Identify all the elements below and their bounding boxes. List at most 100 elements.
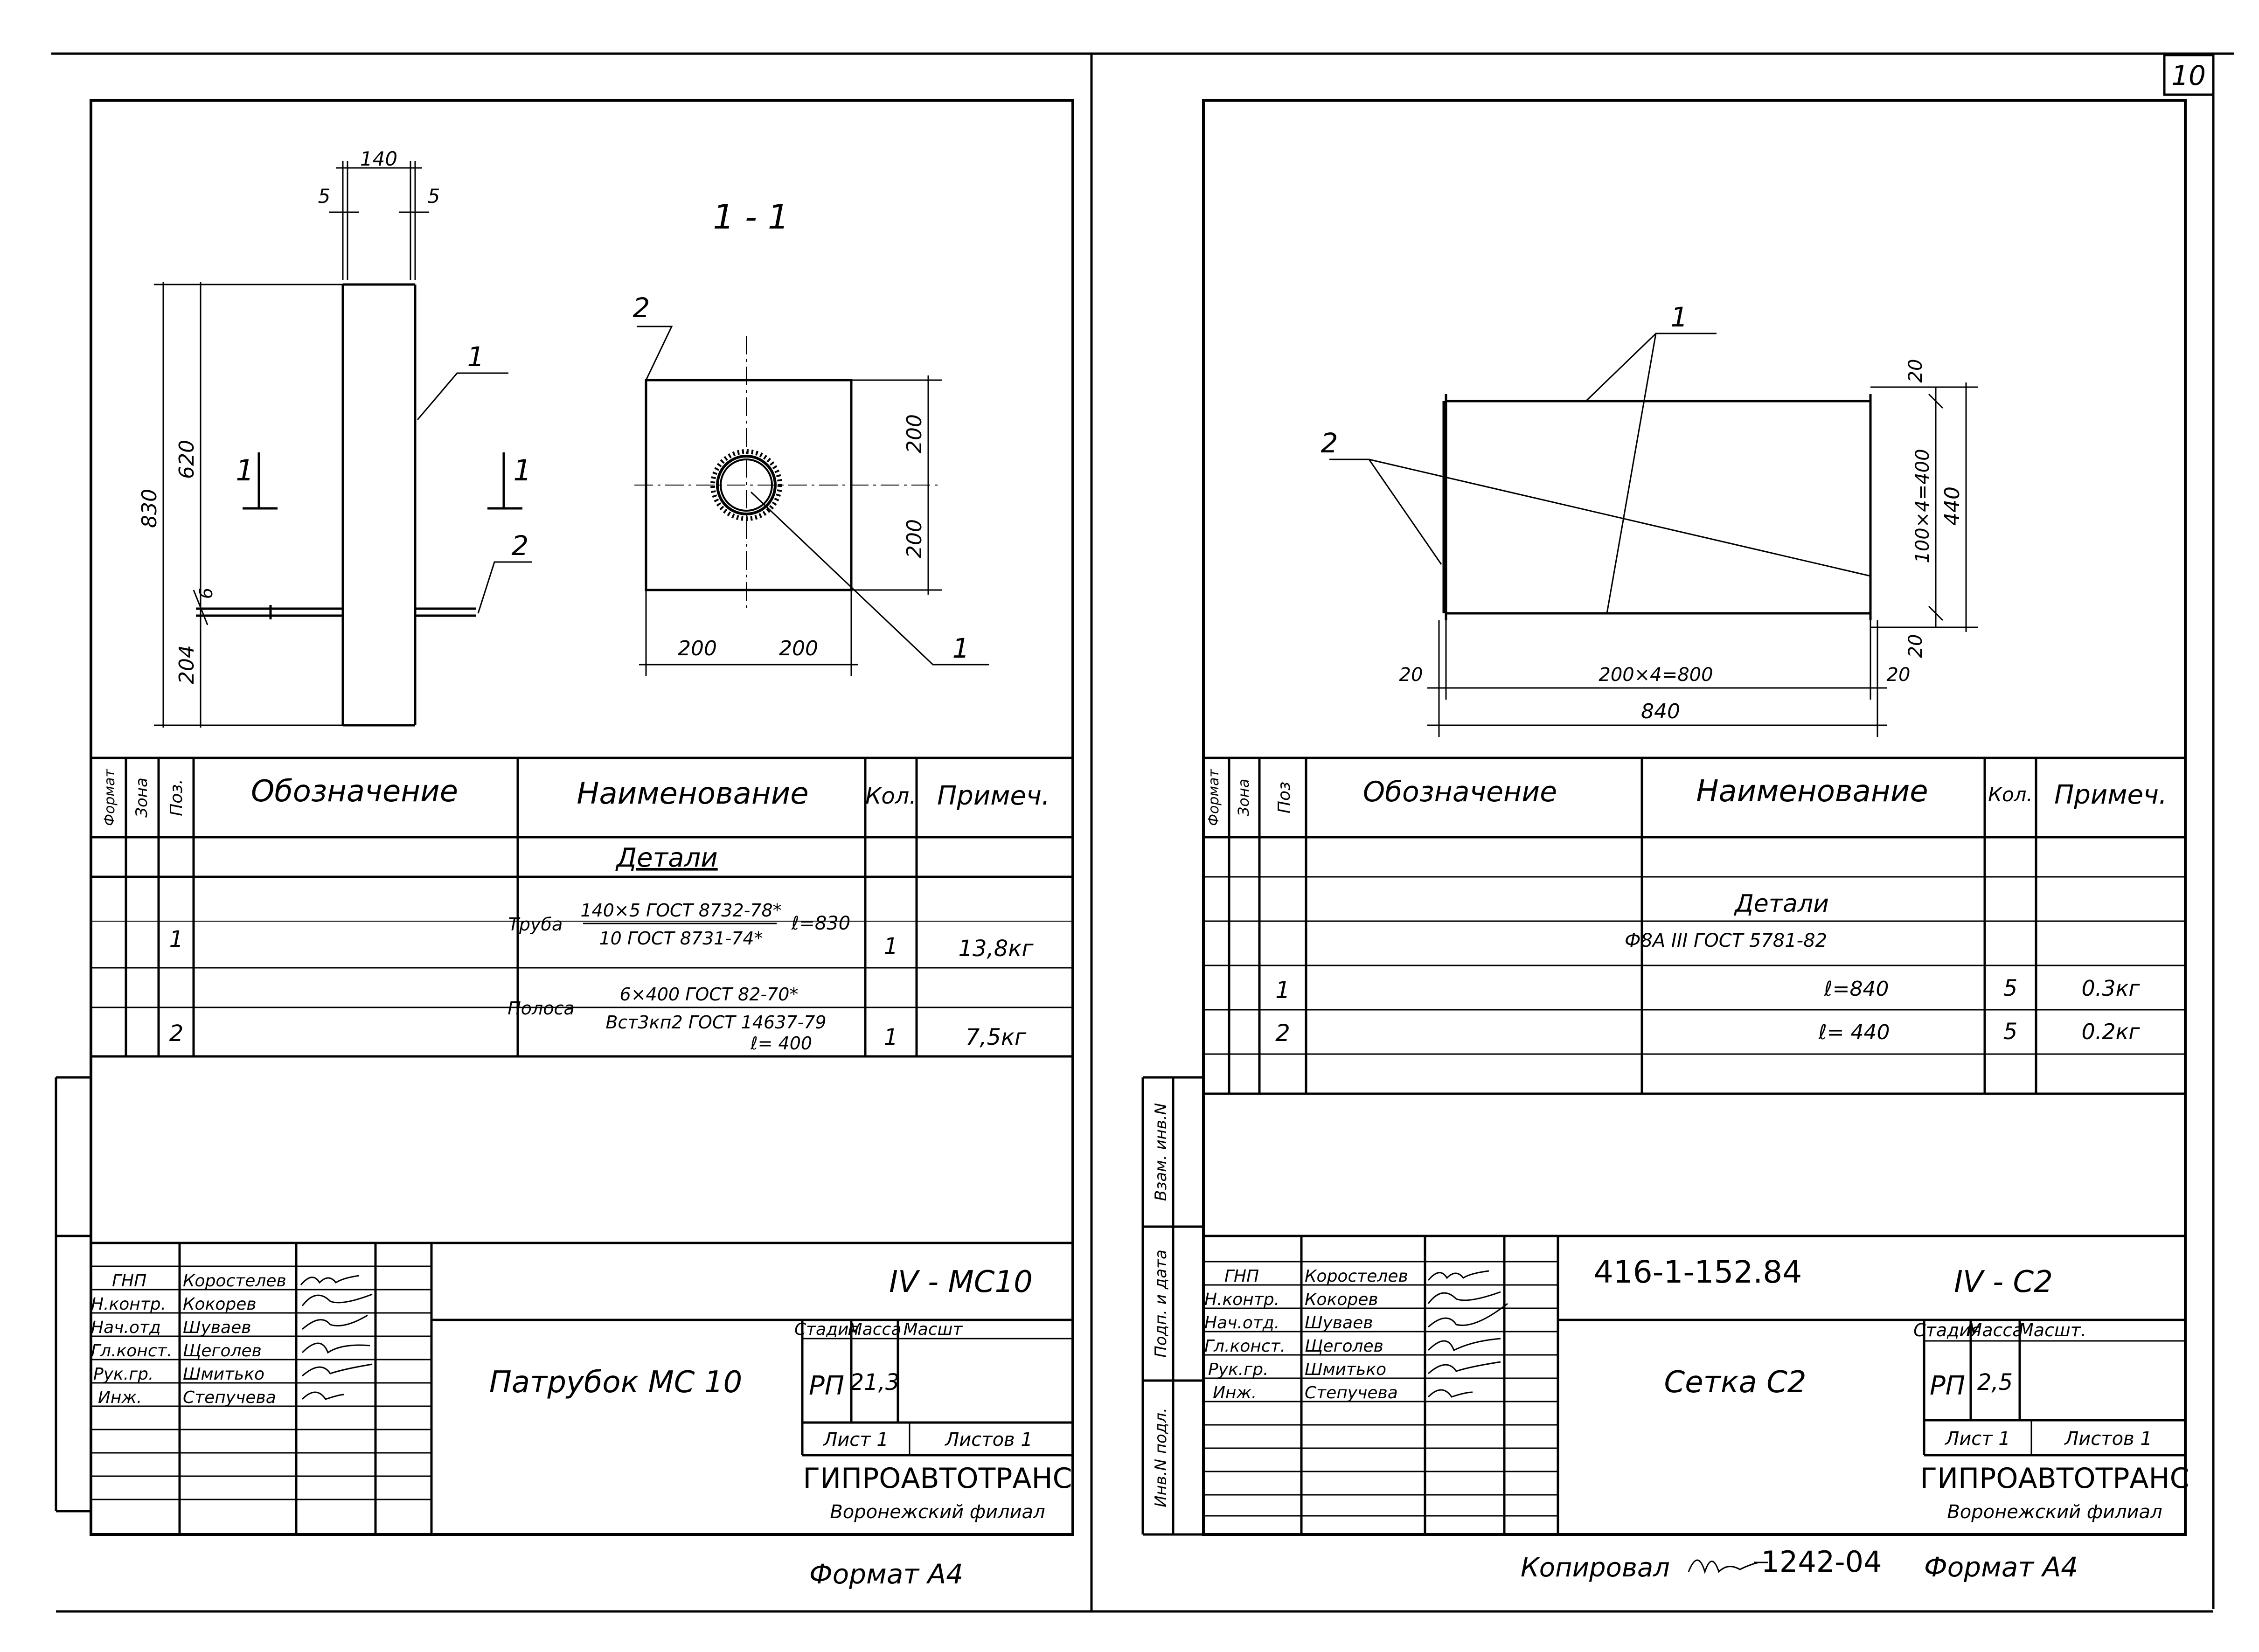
right-role-6: Инж. bbox=[1213, 1383, 1257, 1402]
right-frame bbox=[1202, 99, 2187, 1536]
right-hdr-designation: Обозначение bbox=[1363, 776, 1557, 808]
left-hdr-name: Наименование bbox=[577, 777, 808, 811]
right-signatures bbox=[1427, 1270, 1508, 1398]
mesh-dim-440: 440 bbox=[1940, 486, 1964, 526]
right-name-2: Кокорев bbox=[1305, 1290, 1378, 1309]
left-row2-prefix: Полоса bbox=[507, 998, 575, 1019]
right-sheets-label: Листов 1 bbox=[2064, 1428, 2152, 1450]
left-row1-qty: 1 bbox=[884, 933, 898, 959]
left-row2-pos: 2 bbox=[169, 1020, 184, 1047]
side-label-vzam: Взам. инв.N bbox=[1152, 1103, 1170, 1201]
left-hdr-scale: Масшт bbox=[904, 1320, 963, 1339]
right-title-block bbox=[1203, 1235, 2185, 1534]
section-leader-2: 2 bbox=[633, 292, 650, 324]
right-material: Ф8А III ГОСТ 5781-82 bbox=[1625, 930, 1827, 951]
right-row2-qty: 5 bbox=[2003, 1019, 2018, 1045]
section-label: 1 - 1 bbox=[713, 197, 789, 236]
page-frame bbox=[51, 52, 2234, 1613]
left-row2-length: ℓ= 400 bbox=[750, 1033, 812, 1054]
dim-6: 6 bbox=[196, 588, 216, 599]
copied-number: 1242-04 bbox=[1761, 1545, 1882, 1579]
left-row1-prefix: Труба bbox=[508, 914, 563, 935]
left-role-3: Нач.отд bbox=[91, 1318, 161, 1337]
left-name-6: Степучева bbox=[183, 1388, 276, 1407]
right-role-4: Гл.конст. bbox=[1204, 1337, 1286, 1356]
cut-mark-left: 1 bbox=[236, 453, 254, 487]
left-name-1: Коростелев bbox=[183, 1271, 286, 1291]
side-label-inv: Инв.N подл. bbox=[1152, 1408, 1170, 1507]
right-stage-value: РП bbox=[1930, 1371, 1965, 1401]
right-org-branch: Воронежский филиал bbox=[1947, 1501, 2162, 1523]
left-doc-title: Патрубок MC 10 bbox=[489, 1365, 742, 1400]
right-hdr-name: Наименование bbox=[1696, 774, 1928, 809]
pipe-elevation bbox=[154, 161, 532, 728]
right-sheet: 1 2 20 100×4=400 440 20 20 200×4=800 20 … bbox=[1141, 99, 2189, 1583]
section-leader-1: 1 bbox=[952, 632, 970, 664]
left-format-label: Формат А4 bbox=[809, 1558, 963, 1590]
left-hdr-zone: Зона bbox=[132, 777, 151, 818]
copier-signature bbox=[1688, 1559, 1759, 1574]
dim-620: 620 bbox=[175, 440, 199, 479]
left-row1-line2: 10 ГОСТ 8731-74* bbox=[599, 928, 763, 949]
left-people-roles: ГНП Н.контр. Нач.отд Гл.конст. Рук.гр. И… bbox=[91, 1271, 286, 1407]
right-hdr-zone: Зона bbox=[1235, 779, 1252, 817]
right-name-3: Шуваев bbox=[1305, 1313, 1373, 1333]
right-name-5: Шмитько bbox=[1305, 1360, 1386, 1379]
left-mass-value: 21,3 bbox=[850, 1369, 900, 1395]
left-name-4: Щеголев bbox=[183, 1341, 262, 1360]
left-spec-table bbox=[55, 757, 1073, 1513]
dim-200-right-bottom: 200 bbox=[903, 519, 926, 558]
right-hdr-note: Примеч. bbox=[2054, 780, 2167, 810]
right-doc-title: Сетка С2 bbox=[1664, 1365, 1807, 1400]
left-name-3: Шуваев bbox=[183, 1318, 251, 1337]
side-label-podp: Подп. и дата bbox=[1152, 1249, 1170, 1358]
left-hdr-mass: Масса bbox=[848, 1320, 902, 1339]
left-row1-note: 13,8кг bbox=[958, 936, 1034, 962]
right-name-1: Коростелев bbox=[1305, 1267, 1408, 1286]
left-doc-code: IV - MC10 bbox=[889, 1265, 1033, 1299]
dim-140: 140 bbox=[360, 147, 397, 170]
left-role-5: Рук.гр. bbox=[93, 1365, 153, 1384]
left-row1-length: ℓ=830 bbox=[791, 913, 850, 934]
left-stage-value: РП bbox=[809, 1371, 844, 1401]
left-row2-note: 7,5кг bbox=[966, 1024, 1027, 1050]
mesh-dim-100x4: 100×4=400 bbox=[1912, 449, 1933, 563]
right-name-4: Щеголев bbox=[1305, 1337, 1383, 1356]
copied-label: Копировал bbox=[1521, 1553, 1670, 1583]
mesh-dim-20-right: 20 bbox=[1887, 664, 1911, 686]
mesh-drawing bbox=[1329, 333, 1978, 737]
left-org-name: ГИПРОАВТОТРАНС bbox=[803, 1462, 1072, 1495]
left-row2-qty: 1 bbox=[884, 1024, 898, 1050]
right-org-name: ГИПРОАВТОТРАНС bbox=[1920, 1462, 2189, 1495]
right-doc-code: IV - C2 bbox=[1954, 1265, 2053, 1299]
left-role-2: Н.контр. bbox=[91, 1295, 166, 1314]
mesh-leader-1: 1 bbox=[1671, 301, 1688, 333]
right-row1-note: 0.3кг bbox=[2081, 976, 2140, 1001]
mesh-dim-840: 840 bbox=[1641, 700, 1680, 723]
left-hdr-stage: Стадия bbox=[794, 1320, 859, 1339]
left-row2-line1: 6×400 ГОСТ 82-70* bbox=[620, 984, 799, 1005]
dim-200-right-top: 200 bbox=[903, 414, 926, 453]
right-role-2: Н.контр. bbox=[1204, 1290, 1279, 1309]
dim-5-left: 5 bbox=[318, 185, 331, 208]
left-sheet: 140 5 5 830 620 204 6 1 1 1 2 1 - 1 bbox=[55, 99, 1074, 1590]
right-sheet-label: Лист 1 bbox=[1944, 1428, 2010, 1450]
dim-204: 204 bbox=[175, 645, 199, 684]
right-format-label: Формат А4 bbox=[1924, 1551, 2078, 1583]
left-frame bbox=[90, 99, 1074, 1536]
dim-200-bottom-left: 200 bbox=[678, 637, 717, 660]
right-row1-pos: 1 bbox=[1275, 977, 1290, 1004]
right-role-1: ГНП bbox=[1224, 1267, 1259, 1286]
right-people: ГНП Н.контр. Нач.отд. Гл.конст. Рук.гр. … bbox=[1204, 1267, 1408, 1402]
right-name-6: Степучева bbox=[1305, 1383, 1398, 1402]
left-row1-pos: 1 bbox=[169, 926, 184, 952]
right-hdr-format: Формат bbox=[1206, 769, 1222, 826]
left-hdr-note: Примеч. bbox=[937, 781, 1050, 811]
left-signatures bbox=[300, 1275, 373, 1400]
dim-5-right: 5 bbox=[428, 185, 440, 208]
right-row2-pos: 2 bbox=[1275, 1020, 1290, 1047]
left-title-block bbox=[91, 1242, 1073, 1534]
left-sheet-label: Лист 1 bbox=[822, 1429, 889, 1451]
right-row1-name: ℓ=840 bbox=[1823, 977, 1889, 1001]
